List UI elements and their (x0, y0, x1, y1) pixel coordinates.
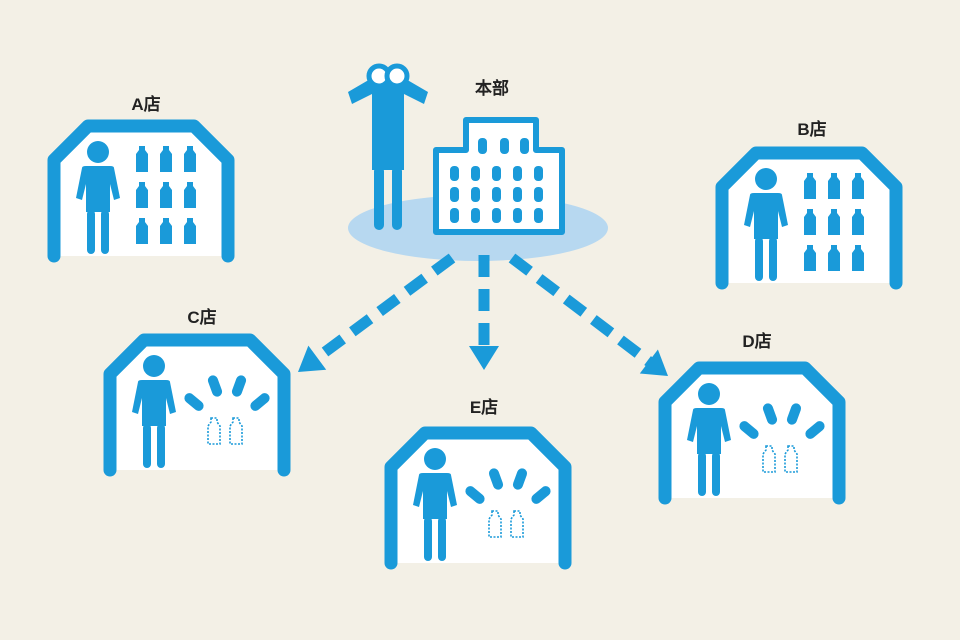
store-frame (103, 333, 291, 477)
arrowhead-icon (639, 349, 668, 376)
store-c (103, 333, 291, 477)
hand-icon (184, 393, 204, 411)
hand-icon (207, 375, 223, 397)
hand-icon (250, 393, 270, 411)
window (478, 138, 487, 154)
store-b-label: B店 (797, 120, 827, 139)
store-b (715, 146, 903, 290)
window (534, 166, 543, 181)
window (513, 187, 522, 202)
store-frame (47, 119, 235, 263)
bottle-icon (136, 218, 148, 244)
store-e-label: E店 (469, 398, 499, 417)
bottle-icon (160, 182, 172, 208)
empty-bottle-icon (784, 445, 798, 473)
person-icon (413, 448, 457, 561)
person-icon (132, 355, 176, 468)
hand-icon (762, 403, 778, 425)
bottle-icon (184, 182, 196, 208)
arrow-to-store-e (469, 255, 499, 370)
hand-icon (805, 421, 825, 439)
store-frame (384, 426, 572, 570)
bottle-icon (136, 146, 148, 172)
binoculars-person-icon (348, 63, 428, 230)
bottle-icon (852, 245, 864, 271)
hand-icon (739, 421, 759, 439)
arrowhead-icon (469, 346, 499, 370)
bottle-icon (184, 146, 196, 172)
window (513, 166, 522, 181)
empty-bottle-icon (207, 417, 221, 445)
arrow-to-store-d (508, 253, 668, 376)
window (471, 208, 480, 223)
bottle-icon (828, 209, 840, 235)
hq-label: 本部 (475, 79, 509, 98)
empty-bottle-icon (762, 445, 776, 473)
window (471, 187, 480, 202)
store-c-label: C店 (187, 308, 217, 327)
person-icon (687, 383, 731, 496)
bottle-icon (160, 218, 172, 244)
window (492, 166, 501, 181)
person-icon (76, 141, 120, 254)
window (492, 208, 501, 223)
hand-icon (512, 468, 528, 490)
store-frame (715, 146, 903, 290)
store-a-label: A店 (131, 95, 161, 114)
window (500, 138, 509, 154)
bottle-icon (852, 209, 864, 235)
hand-icon (531, 486, 551, 504)
store-frame (658, 361, 846, 505)
window (534, 187, 543, 202)
window (471, 166, 480, 181)
bottle-icon (852, 173, 864, 199)
person-icon (744, 168, 788, 281)
hand-icon (231, 375, 247, 397)
arrowhead-icon (298, 345, 327, 372)
headquarters (348, 63, 608, 261)
bottle-icon (160, 146, 172, 172)
hand-icon (465, 486, 485, 504)
arrow-to-store-c (298, 253, 456, 372)
store-d (658, 361, 846, 505)
window (520, 138, 529, 154)
bottle-icon (804, 209, 816, 235)
binocular-lens (384, 63, 410, 89)
hand-icon (786, 403, 802, 425)
bottle-icon (804, 173, 816, 199)
window (450, 166, 459, 181)
bottle-icon (828, 173, 840, 199)
store-a (47, 119, 235, 263)
empty-bottle-icon (488, 510, 502, 538)
empty-bottle-icon (229, 417, 243, 445)
bottle-icon (184, 218, 196, 244)
window (450, 187, 459, 202)
hand-icon (488, 468, 504, 490)
window (534, 208, 543, 223)
window (513, 208, 522, 223)
hq-building-icon (433, 117, 565, 235)
store-e (384, 426, 572, 570)
window (492, 187, 501, 202)
window (450, 208, 459, 223)
empty-bottle-icon (510, 510, 524, 538)
store-d-label: D店 (742, 332, 772, 351)
bottle-icon (804, 245, 816, 271)
bottle-icon (828, 245, 840, 271)
bottle-icon (136, 182, 148, 208)
